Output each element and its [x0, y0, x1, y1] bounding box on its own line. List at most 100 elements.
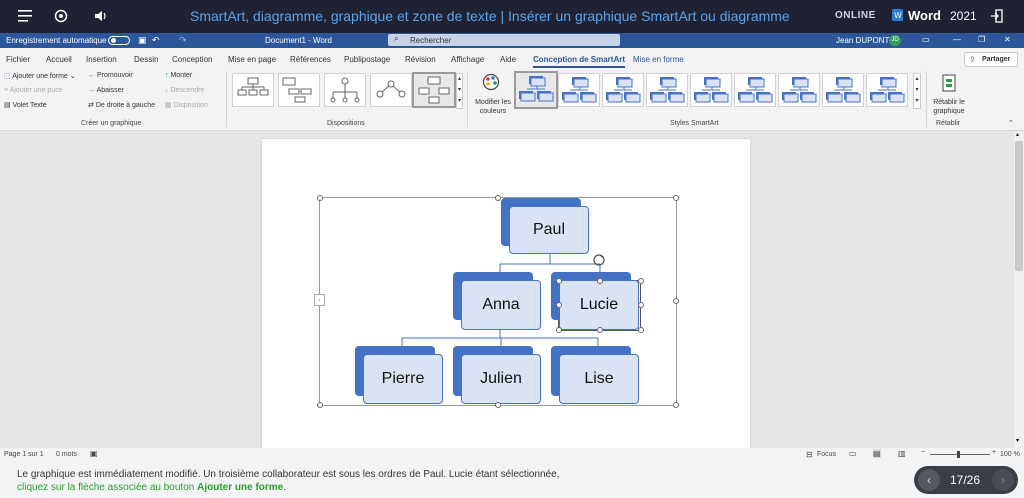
move-up-button[interactable]: ↑ Monter — [165, 72, 193, 79]
node-pierre[interactable]: Pierre — [363, 354, 443, 404]
node-lucie-selected[interactable]: Lucie — [559, 280, 639, 330]
exit-icon[interactable] — [990, 9, 1003, 23]
change-colors-button[interactable]: Modifier les couleurs — [470, 71, 514, 117]
smartart-style-5[interactable] — [690, 73, 732, 107]
zoom-level[interactable]: 100 % — [1000, 451, 1020, 458]
node-paul[interactable]: Paul — [509, 206, 589, 254]
layout-thumb-4[interactable] — [370, 73, 412, 107]
text-pane-toggle-icon[interactable]: ‹ — [314, 294, 325, 306]
zoom-in-icon[interactable]: + — [992, 449, 997, 456]
help-icon[interactable] — [54, 9, 68, 23]
tab-affichage[interactable]: Affichage — [451, 55, 485, 64]
layouts-scroll[interactable]: ▴▾▾ — [456, 73, 463, 109]
smartart-style-7[interactable] — [778, 73, 820, 107]
tab-revision[interactable]: Révision — [405, 55, 436, 64]
shape-handle-e[interactable] — [638, 302, 644, 308]
zoom-slider[interactable] — [930, 454, 990, 455]
zoom-out-icon[interactable]: − — [921, 449, 926, 456]
scroll-down-icon[interactable]: ▾ — [1016, 438, 1020, 444]
text-pane-button[interactable]: ▤ Volet Texte — [4, 102, 47, 109]
restore-icon[interactable]: ❐ — [978, 35, 986, 44]
collapse-ribbon-icon[interactable]: ⌃ — [1008, 120, 1014, 127]
tab-aide[interactable]: Aide — [500, 55, 517, 64]
frame-handle-s[interactable] — [495, 402, 501, 408]
layout-thumb-3[interactable] — [324, 73, 366, 107]
smartart-style-4[interactable] — [646, 73, 688, 107]
focus-icon[interactable]: ⊟ — [806, 450, 813, 459]
tab-mise-en-page[interactable]: Mise en page — [228, 55, 277, 64]
tab-conception[interactable]: Conception — [172, 55, 213, 64]
promote-button[interactable]: ← Promouvoir — [88, 72, 133, 79]
tab-fichier[interactable]: Fichier — [6, 55, 31, 64]
autosave-toggle[interactable] — [108, 36, 130, 45]
rotate-handle-icon[interactable] — [593, 254, 605, 266]
user-name[interactable]: Jean DUPONT — [836, 36, 890, 45]
add-shape-button[interactable]: ⬚ Ajouter une forme ⌄ — [4, 73, 76, 80]
scroll-up-icon[interactable]: ▴ — [1016, 132, 1020, 138]
tab-references[interactable]: Références — [290, 55, 331, 64]
scroll-thumb[interactable] — [1015, 141, 1023, 271]
share-button[interactable]: ⇪ Partager — [964, 52, 1018, 67]
add-bullet-button[interactable]: ≡ Ajouter une puce — [4, 87, 63, 94]
ribbon-display-icon[interactable]: ▭ — [922, 35, 930, 44]
frame-handle-nw[interactable] — [317, 195, 323, 201]
redo-icon[interactable]: ↷ — [179, 35, 187, 45]
smartart-style-6[interactable] — [734, 73, 776, 107]
shape-handle-ne[interactable] — [638, 278, 644, 284]
undo-icon[interactable]: ↶ — [152, 35, 160, 45]
tab-conception-smartart[interactable]: Conception de SmartArt — [533, 55, 626, 68]
next-button[interactable]: › — [992, 469, 1014, 491]
tab-publipostage[interactable]: Publipostage — [344, 55, 391, 64]
zoom-slider-thumb[interactable] — [957, 451, 960, 458]
layout-thumb-2[interactable] — [278, 73, 320, 107]
layout-thumb-1[interactable] — [232, 73, 274, 107]
shape-handle-se[interactable] — [638, 327, 644, 333]
styles-scroll[interactable]: ▴▾▾ — [913, 73, 921, 109]
rtl-button[interactable]: ⇄ De droite à gauche — [88, 102, 155, 109]
demote-button[interactable]: → Abaisser — [88, 87, 124, 94]
svg-text:W: W — [894, 11, 902, 20]
layout-button[interactable]: ▦ Disposition — [165, 102, 208, 109]
shape-handle-sw[interactable] — [556, 327, 562, 333]
search-box[interactable]: ⌕ Rechercher — [388, 34, 620, 46]
menu-icon[interactable] — [18, 10, 32, 22]
vertical-scrollbar[interactable]: ▴ ▾ — [1014, 131, 1024, 448]
layout-thumb-5-selected[interactable] — [412, 72, 456, 108]
smartart-style-9[interactable] — [866, 73, 908, 107]
focus-label[interactable]: Focus — [817, 451, 837, 458]
shape-handle-w[interactable] — [556, 302, 562, 308]
shape-handle-s[interactable] — [597, 327, 603, 333]
frame-handle-e[interactable] — [673, 298, 679, 304]
save-icon[interactable]: ▣ — [138, 35, 147, 45]
user-avatar[interactable]: JD — [889, 35, 901, 46]
frame-handle-se[interactable] — [673, 402, 679, 408]
print-layout-icon[interactable]: ▤ — [873, 449, 881, 458]
tab-accueil[interactable]: Accueil — [46, 55, 72, 64]
web-layout-icon[interactable]: ▥ — [898, 449, 906, 458]
add-shape-icon: ⬚ — [4, 73, 11, 80]
minimize-icon[interactable]: — — [953, 35, 961, 44]
node-anna[interactable]: Anna — [461, 280, 541, 330]
node-lise[interactable]: Lise — [559, 354, 639, 404]
speaker-icon[interactable] — [94, 10, 108, 22]
smartart-style-1[interactable] — [514, 71, 558, 109]
tab-dessin[interactable]: Dessin — [134, 55, 159, 64]
smartart-style-2[interactable] — [558, 73, 600, 107]
tab-mise-en-forme[interactable]: Mise en forme — [633, 55, 684, 64]
shape-handle-nw[interactable] — [556, 278, 562, 284]
tab-insertion[interactable]: Insertion — [86, 55, 117, 64]
smartart-style-3[interactable] — [602, 73, 644, 107]
proofing-icon[interactable]: ▣ — [90, 449, 98, 458]
reset-graphic-button[interactable]: Rétablir le graphique — [928, 71, 970, 117]
frame-handle-sw[interactable] — [317, 402, 323, 408]
previous-button[interactable]: ‹ — [918, 469, 940, 491]
frame-handle-ne[interactable] — [673, 195, 679, 201]
shape-handle-n[interactable] — [597, 278, 603, 284]
chevron-down-icon[interactable]: ⌄ — [69, 73, 76, 80]
frame-handle-n[interactable] — [495, 195, 501, 201]
read-mode-icon[interactable]: ▭ — [849, 449, 857, 458]
move-down-button[interactable]: ↓ Descendre — [165, 87, 205, 94]
smartart-style-8[interactable] — [822, 73, 864, 107]
close-icon[interactable]: ✕ — [1004, 35, 1011, 44]
node-julien[interactable]: Julien — [461, 354, 541, 404]
